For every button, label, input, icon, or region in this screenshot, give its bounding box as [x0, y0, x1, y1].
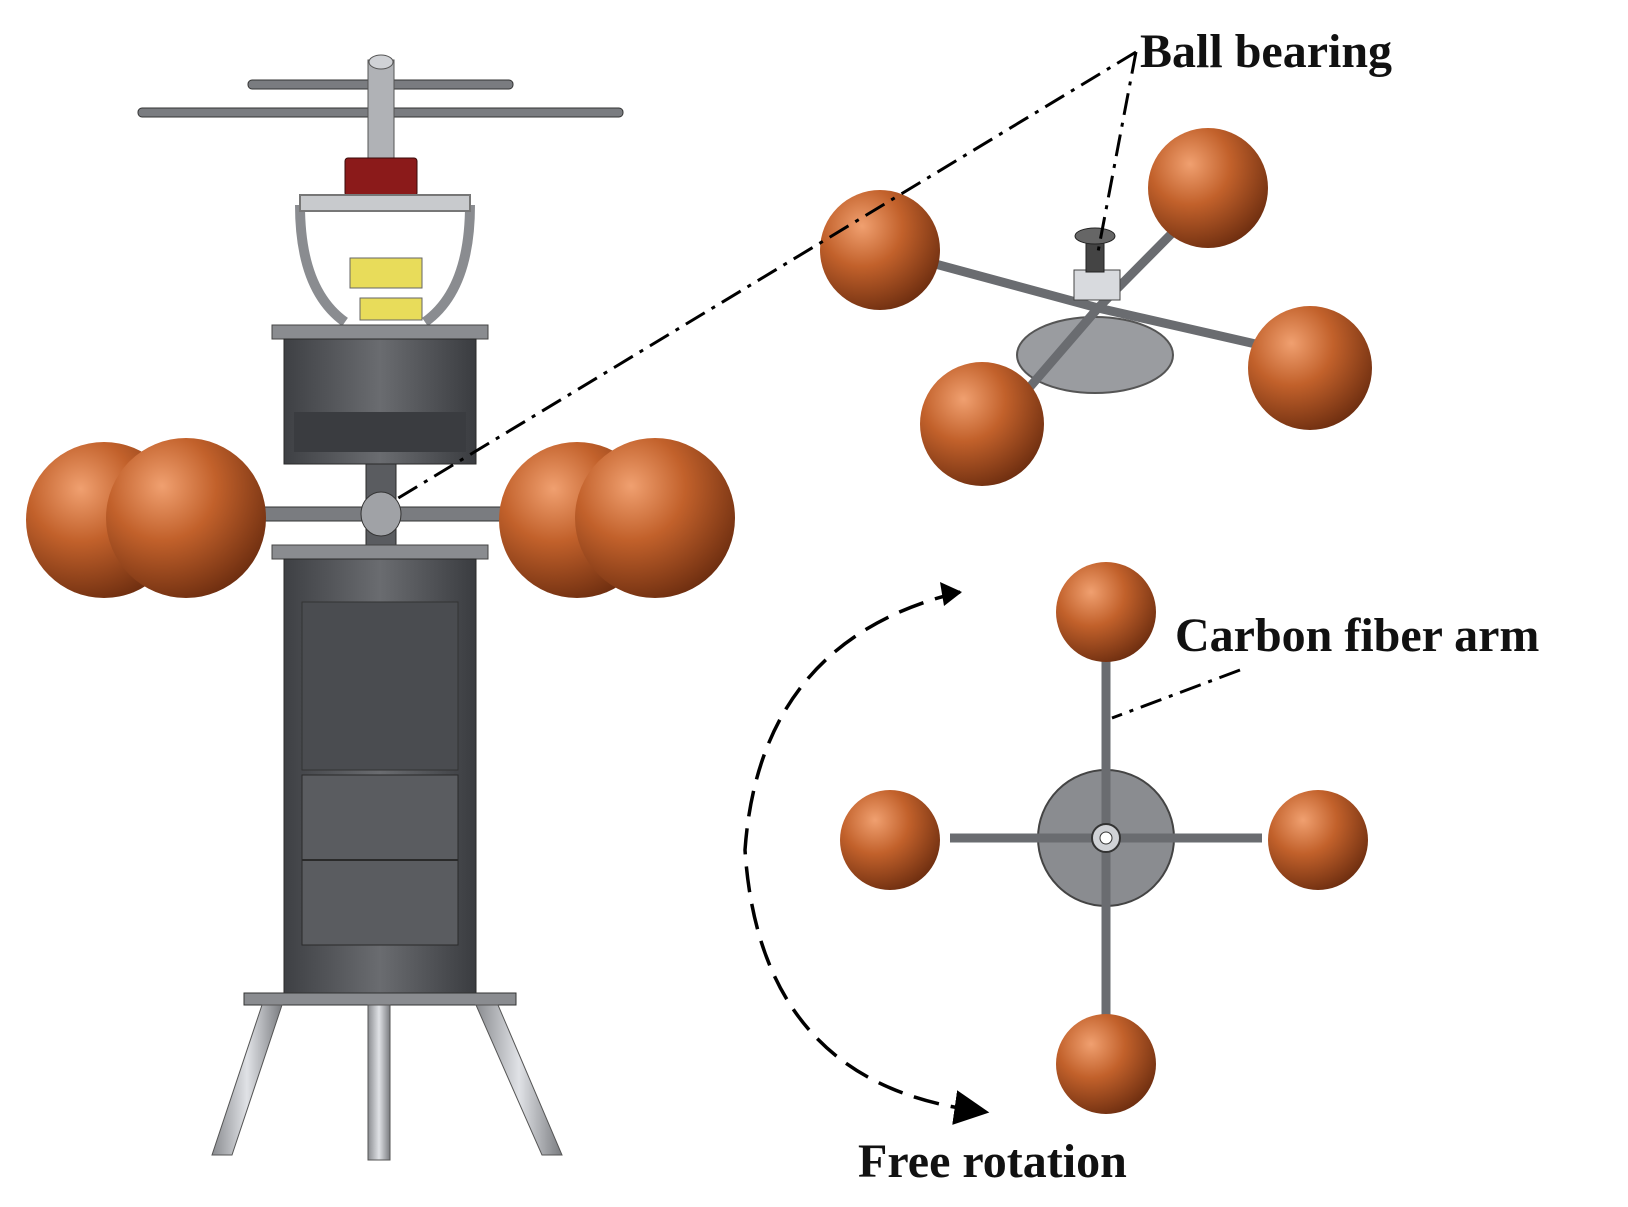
bearing-block-lower — [359, 297, 423, 321]
side-ball-bearing — [360, 491, 402, 537]
drone-side-view — [26, 54, 735, 1161]
perspective-view — [820, 128, 1372, 486]
ball-bearing-label: Ball bearing — [1140, 25, 1393, 78]
perspective-bearing — [1073, 227, 1121, 301]
rotor-motor — [344, 157, 418, 197]
rotor-blades — [137, 54, 624, 161]
leader-lines — [394, 50, 1241, 720]
landing-legs — [211, 1004, 563, 1161]
perspective-spheres — [820, 128, 1372, 486]
upper-plate — [271, 324, 489, 340]
free-rotation-label: Free rotation — [858, 1135, 1127, 1188]
top-view — [840, 562, 1368, 1114]
rotation-arrow-start — [940, 582, 962, 606]
side-spheres — [26, 438, 735, 598]
base-plate — [243, 992, 517, 1006]
gimbal-frame — [295, 194, 475, 327]
bearing-block — [349, 257, 423, 289]
lower-plate — [271, 544, 489, 560]
top-view-spheres — [840, 562, 1368, 1114]
carbon-fiber-arm-label: Carbon fiber arm — [1175, 609, 1540, 662]
rotation-arrow — [743, 590, 990, 1125]
